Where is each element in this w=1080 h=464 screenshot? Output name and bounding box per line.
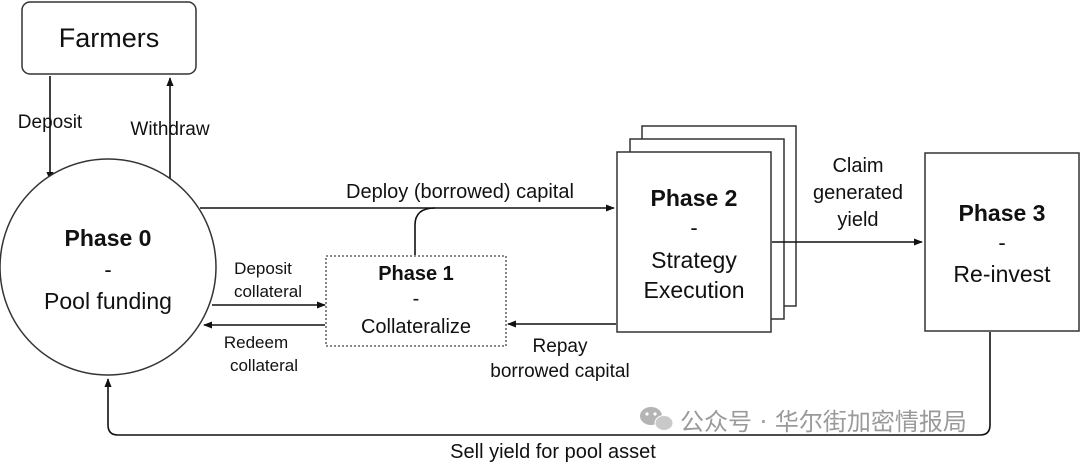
- phase1-dash: -: [413, 288, 420, 310]
- phase3-dash: -: [998, 230, 1005, 255]
- phase1-subtitle: Collateralize: [361, 316, 471, 338]
- phase2-node: Phase 2 - Strategy Execution: [616, 125, 797, 333]
- phase2-subtitle-1: Strategy: [651, 247, 737, 273]
- claim-label-2: generated: [813, 182, 903, 204]
- deposit-label: Deposit: [18, 112, 83, 133]
- deploy-capital-label: Deploy (borrowed) capital: [346, 181, 574, 203]
- repay-label-1: Repay: [533, 336, 588, 357]
- phase0-dash: -: [104, 257, 111, 282]
- watermark: 公众号 · 华尔街加密情报局: [640, 407, 967, 436]
- phase2-title: Phase 2: [651, 185, 738, 211]
- redeem-collateral-label-2: collateral: [230, 356, 298, 375]
- phase1-deploy-connector: [414, 207, 436, 255]
- phase1-title: Phase 1: [378, 263, 454, 285]
- withdraw-label: Withdraw: [130, 119, 209, 140]
- watermark-text: 公众号 · 华尔街加密情报局: [680, 408, 967, 436]
- claim-label-1: Claim: [832, 155, 883, 177]
- sell-yield-label: Sell yield for pool asset: [450, 441, 656, 463]
- phase1-node: Phase 1 - Collateralize: [325, 255, 507, 347]
- sell-yield-arrow: [104, 332, 991, 436]
- deposit-collateral-label-1: Deposit: [234, 259, 292, 278]
- deposit-collateral-label-2: collateral: [234, 282, 302, 301]
- phase3-title: Phase 3: [959, 200, 1046, 226]
- phase2-dash: -: [690, 215, 697, 240]
- phase3-node: Phase 3 - Re-invest: [924, 152, 1080, 332]
- farmers-label: Farmers: [59, 23, 160, 53]
- claim-label-3: yield: [837, 209, 878, 231]
- phase0-title: Phase 0: [65, 225, 152, 251]
- phase0-node: Phase 0 - Pool funding: [0, 158, 217, 376]
- phase0-subtitle: Pool funding: [44, 288, 172, 314]
- wechat-icon: [640, 407, 674, 431]
- phase2-subtitle-2: Execution: [643, 277, 744, 303]
- farmers-node: Farmers: [21, 1, 197, 75]
- phase3-subtitle: Re-invest: [953, 261, 1051, 287]
- redeem-collateral-label-1: Redeem: [224, 333, 288, 352]
- repay-label-2: borrowed capital: [490, 361, 629, 382]
